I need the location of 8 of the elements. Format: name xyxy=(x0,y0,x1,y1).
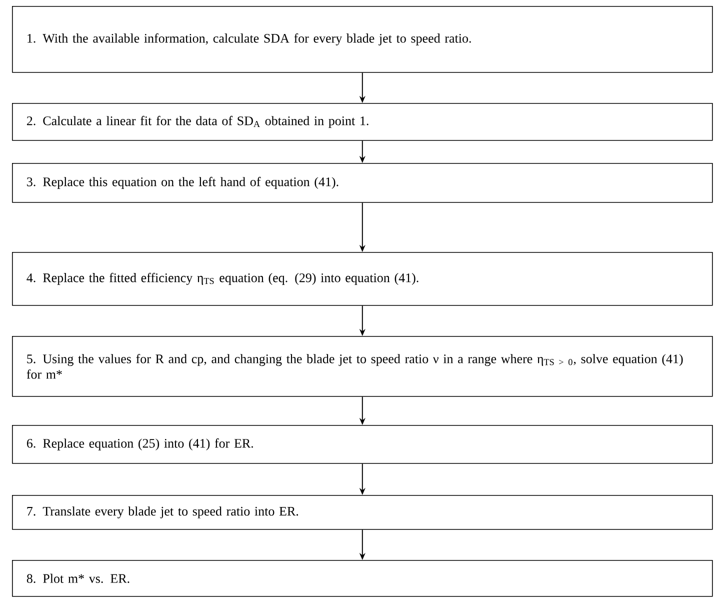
process-box: 7. Translate every blade jet to speed ratio into ER. xyxy=(12,495,713,530)
process-box: 3. Replace this equation on the left hand of equation (41). xyxy=(12,163,713,203)
process-box: 5. Using the values for R and cp, and changing the blade jet to speed ratio ν in a range where η$_{TS > 0}$, solve equation (41) for m* xyxy=(12,336,713,397)
process-box: 8. Plot m* vs. ER. xyxy=(12,560,713,597)
process-box: 6. Replace equation (25) into (41) for ER. xyxy=(12,425,713,464)
process-box: 2. Calculate a linear fit for the data of SD$_{A}$ obtained in point 1. xyxy=(12,103,713,141)
process-box: 4. Replace the fitted efficiency η$_{TS}$ equation (eq. (29) into equation (41). xyxy=(12,252,713,306)
process-box: 1. With the available information, calculate SDA for every blade jet to speed ratio. xyxy=(12,6,713,73)
